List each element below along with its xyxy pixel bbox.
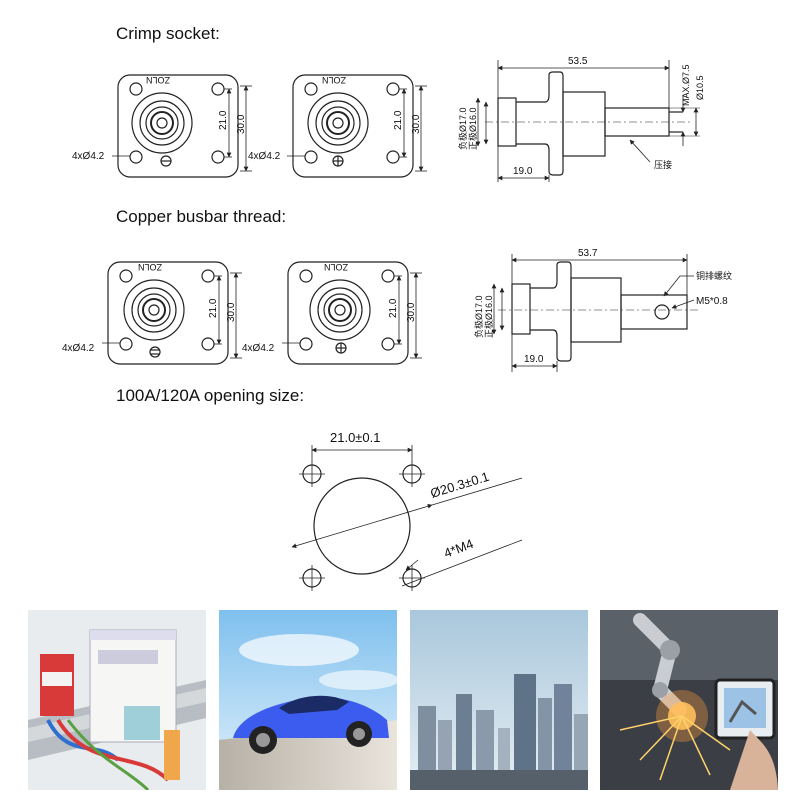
busbar-thread-title: Copper busbar thread: <box>116 207 287 226</box>
busbar-dim-30-b: 30.0 <box>406 302 417 322</box>
busbar-front-view-b <box>282 261 422 365</box>
crimp-side-neg: 负极Ø17.0 <box>457 107 468 150</box>
opening-size-drawing <box>291 445 523 591</box>
blue-sports-car-photo <box>219 610 397 790</box>
crimp-dim-30-b: 30.0 <box>411 114 422 134</box>
technical-drawing: ZOLN 4xØ4.2 21.0 30.0 ZOLN 4xØ4.2 21.0 3… <box>62 56 732 591</box>
crimp-dim-21-b: 21.0 <box>393 110 404 130</box>
crimp-brand-b: ZOLN <box>322 75 346 85</box>
din-rail-power-supply-photo <box>28 610 206 790</box>
crimp-dim-30-a: 30.0 <box>236 114 247 134</box>
busbar-front-view-a <box>102 261 242 365</box>
crimp-side-max: MAX.Ø7.5 <box>681 64 691 106</box>
busbar-side-thread-cn: 铜排螺纹 <box>696 270 732 281</box>
busbar-brand-b: ZOLN <box>324 262 348 272</box>
crimp-dim-21-a: 21.0 <box>218 110 229 130</box>
crimp-hole-label-a: 4xØ4.2 <box>72 151 105 162</box>
robot-arm-welding-photo <box>600 610 778 790</box>
busbar-side-view <box>491 254 700 372</box>
crimp-side-dia-pin: Ø10.5 <box>695 75 705 100</box>
city-skyline-photo <box>410 610 588 790</box>
opening-size-title: 100A/120A opening size: <box>116 386 305 405</box>
crimp-side-view <box>475 60 700 182</box>
crimp-front-view-a <box>112 74 252 178</box>
crimp-socket-title: Crimp socket: <box>116 24 220 43</box>
crimp-front-view-b <box>287 74 427 178</box>
busbar-side-pos: 正极Ø16.0 <box>483 295 494 338</box>
busbar-side-thread: M5*0.8 <box>696 296 728 307</box>
crimp-side-crimp: 压接 <box>654 159 672 170</box>
busbar-hole-label-b: 4xØ4.2 <box>242 343 275 354</box>
busbar-dim-21-a: 21.0 <box>208 298 219 318</box>
busbar-hole-label-a: 4xØ4.2 <box>62 343 95 354</box>
busbar-dim-30-a: 30.0 <box>226 302 237 322</box>
crimp-side-flange: 19.0 <box>513 166 533 177</box>
opening-screws-label: 4*M4 <box>442 536 476 561</box>
busbar-dim-21-b: 21.0 <box>388 298 399 318</box>
crimp-brand-a: ZOLN <box>146 75 170 85</box>
busbar-side-length: 53.7 <box>578 248 598 259</box>
busbar-side-neg: 负极Ø17.0 <box>473 295 484 338</box>
busbar-side-flange: 19.0 <box>524 354 544 365</box>
crimp-side-length: 53.5 <box>568 56 588 67</box>
opening-diameter-label: Ø20.3±0.1 <box>428 469 490 501</box>
crimp-side-pos: 正极Ø16.0 <box>467 107 478 150</box>
crimp-hole-label-b: 4xØ4.2 <box>248 151 281 162</box>
busbar-brand-a: ZOLN <box>138 262 162 272</box>
opening-pitch-label: 21.0±0.1 <box>330 430 381 445</box>
